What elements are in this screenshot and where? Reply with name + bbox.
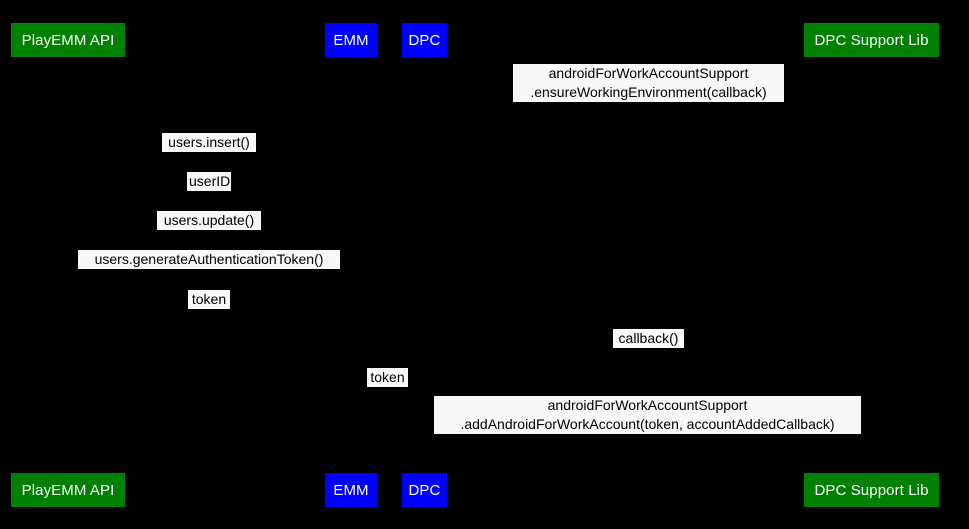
message-arrow-m6	[68, 309, 351, 310]
arrow-head-m7	[424, 344, 433, 352]
arrow-head-m5	[68, 265, 76, 273]
message-arrow-m3	[68, 191, 351, 192]
lifeline-emm	[351, 57, 352, 473]
participant-dpc-support-lib-top[interactable]: DPC Support Lib	[804, 23, 939, 57]
participant-emm-bottom[interactable]: EMM	[325, 473, 377, 507]
participant-dpc-bottom[interactable]: DPC	[402, 473, 447, 507]
arrow-head-m1	[863, 95, 872, 103]
message-label-m6: token	[188, 290, 230, 309]
arrow-head-m9	[863, 428, 872, 436]
message-arrow-m5	[68, 269, 351, 270]
message-label-m1: androidForWorkAccountSupport .ensureWork…	[513, 64, 784, 102]
message-label-m4: users.update()	[157, 211, 261, 230]
participant-dpc-top[interactable]: DPC	[402, 23, 447, 57]
message-label-m5: users.generateAuthenticationToken()	[78, 250, 340, 269]
message-arrow-m2	[68, 152, 351, 153]
message-label-m8: token	[367, 368, 408, 387]
message-arrow-m7	[424, 348, 872, 349]
lifeline-dpc-support-lib	[872, 57, 873, 473]
message-label-m3: userID	[187, 172, 231, 191]
arrow-head-m8	[416, 383, 425, 391]
message-label-m7: callback()	[613, 329, 684, 348]
message-label-m2: users.insert()	[162, 133, 256, 152]
message-arrow-m8	[351, 387, 425, 388]
participant-dpc-support-lib-bottom[interactable]: DPC Support Lib	[804, 473, 939, 507]
arrow-head-m6	[343, 305, 351, 313]
arrow-head-m3	[343, 187, 351, 195]
participant-playemm-api-bottom[interactable]: PlayEMM API	[11, 473, 125, 507]
lifeline-dpc	[425, 57, 426, 473]
message-arrow-m4	[68, 230, 351, 231]
arrow-head-m4	[68, 226, 76, 234]
arrow-head-m2	[68, 148, 76, 156]
participant-emm-top[interactable]: EMM	[325, 23, 377, 57]
message-label-m9: androidForWorkAccountSupport .addAndroid…	[434, 396, 861, 434]
participant-playemm-api-top[interactable]: PlayEMM API	[11, 23, 125, 57]
